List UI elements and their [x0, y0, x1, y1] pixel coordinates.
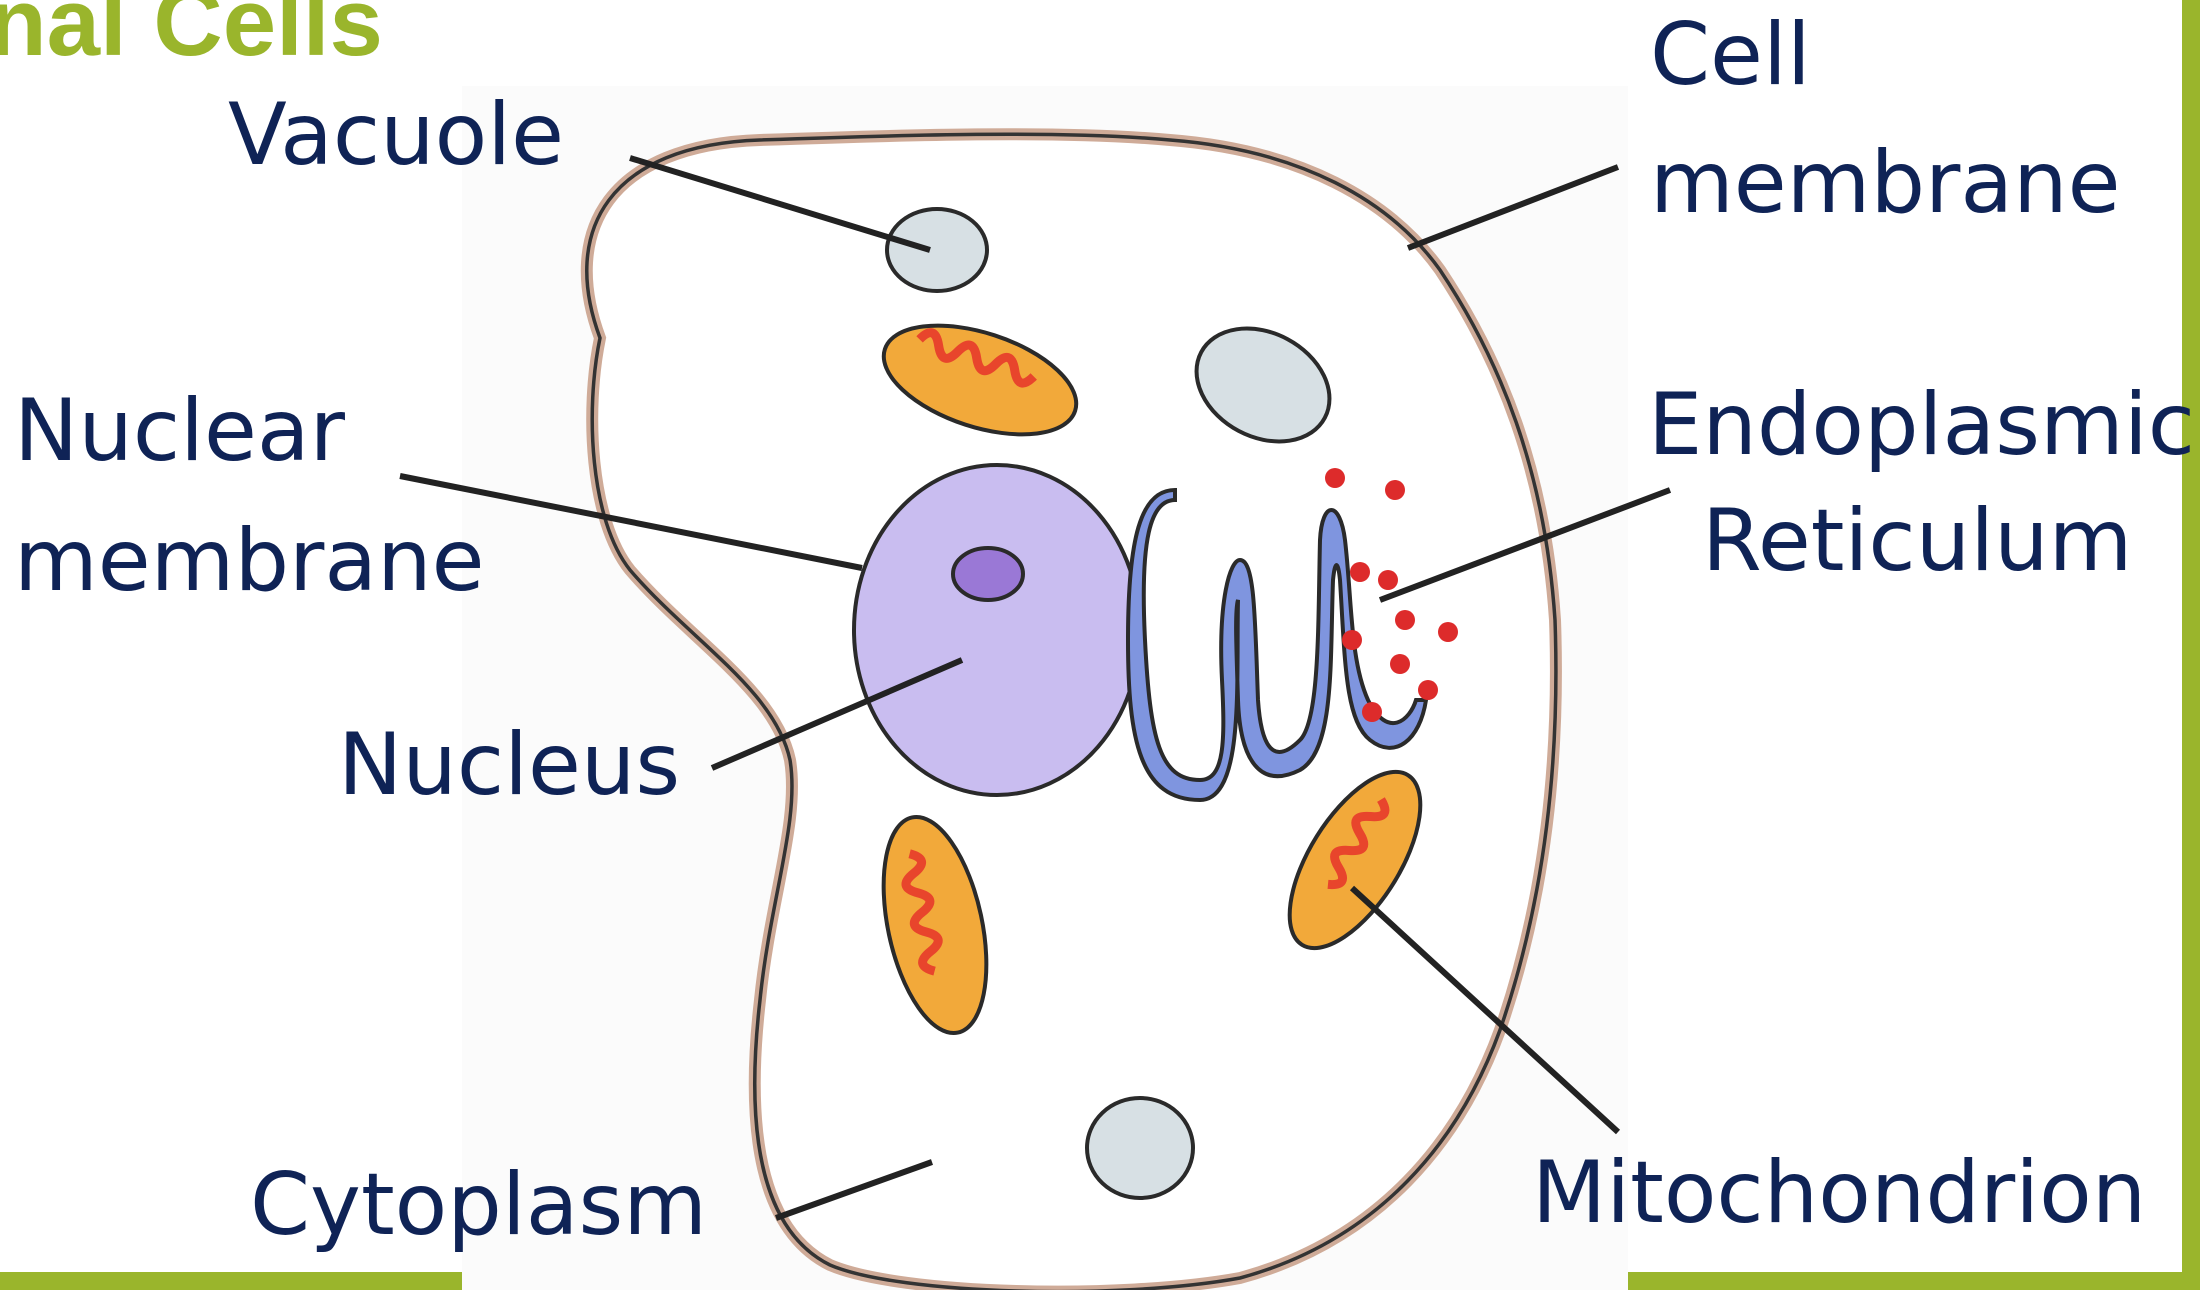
ribosome — [1385, 480, 1405, 500]
label-endoplasmic-line2: Reticulum — [1702, 498, 2132, 584]
ribosome — [1378, 570, 1398, 590]
label-nuclear-membrane-line1: Nuclear — [14, 388, 345, 474]
label-cell-membrane-line2: membrane — [1650, 140, 2121, 226]
ribosome — [1390, 654, 1410, 674]
label-mitochondrion: Mitochondrion — [1532, 1150, 2146, 1236]
ribosome — [1342, 630, 1362, 650]
ribosome — [1350, 562, 1370, 582]
label-endoplasmic-line1: Endoplasmic — [1648, 382, 2195, 468]
nucleolus — [953, 548, 1023, 600]
ribosome — [1418, 680, 1438, 700]
nucleus-shape — [854, 465, 1140, 795]
vacuole-top — [887, 209, 987, 291]
ribosome — [1395, 610, 1415, 630]
label-vacuole: Vacuole — [228, 92, 564, 178]
label-nucleus: Nucleus — [338, 722, 680, 808]
leader-line-cell-membrane — [1408, 167, 1618, 248]
label-cell-membrane-line1: Cell — [1650, 12, 1811, 98]
ribosome — [1362, 702, 1382, 722]
label-nuclear-membrane-line2: membrane — [14, 518, 485, 604]
vacuole-bottom — [1087, 1098, 1193, 1198]
ribosome — [1438, 622, 1458, 642]
ribosome — [1325, 468, 1345, 488]
label-cytoplasm: Cytoplasm — [250, 1162, 707, 1248]
